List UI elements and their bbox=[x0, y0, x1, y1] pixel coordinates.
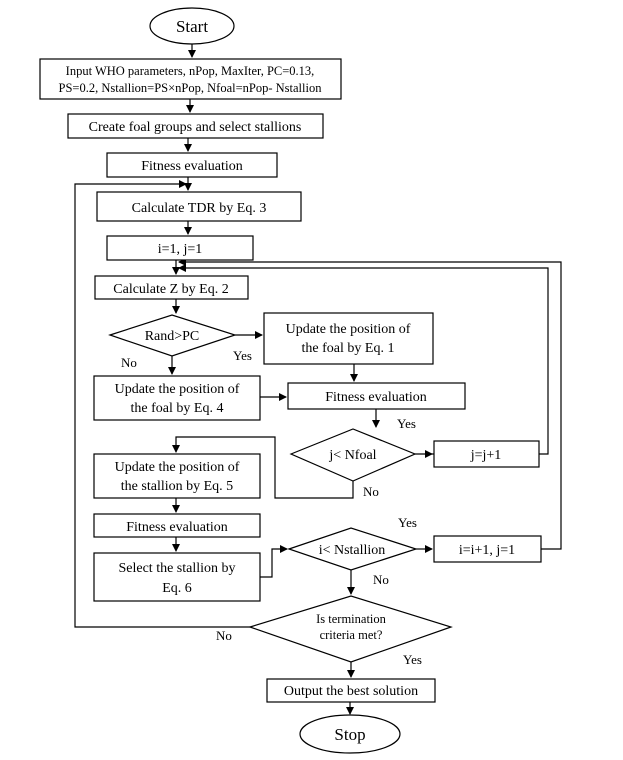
svg-text:Update the position of: Update the position of bbox=[115, 460, 240, 475]
svg-text:j=j+1: j=j+1 bbox=[470, 448, 502, 463]
svg-text:PS=0.2, Nstallion=PS×nPop, Nfo: PS=0.2, Nstallion=PS×nPop, Nfoal=nPop- N… bbox=[59, 81, 323, 95]
svg-text:i< Nstallion: i< Nstallion bbox=[319, 543, 386, 558]
yes-label-termination: Yes bbox=[403, 652, 422, 667]
svg-text:Create foal groups and select: Create foal groups and select stallions bbox=[89, 120, 302, 135]
j-increment-box: j=j+1 bbox=[433, 440, 540, 468]
input-parameters-box: Input WHO parameters, nPop, MaxIter, PC=… bbox=[39, 58, 342, 100]
svg-text:Output the best solution: Output the best solution bbox=[284, 684, 418, 699]
svg-text:Start: Start bbox=[176, 17, 208, 36]
svg-text:Calculate TDR by Eq. 3: Calculate TDR by Eq. 3 bbox=[132, 201, 267, 216]
svg-text:Update the position of: Update the position of bbox=[115, 382, 240, 397]
no-label-termination: No bbox=[216, 628, 232, 643]
svg-text:Eq. 6: Eq. 6 bbox=[162, 581, 192, 596]
svg-text:the foal by Eq. 1: the foal by Eq. 1 bbox=[302, 341, 395, 356]
yes-label-j: Yes bbox=[397, 416, 416, 431]
output-best-solution-box: Output the best solution bbox=[266, 678, 436, 703]
start-node: Start bbox=[149, 7, 235, 45]
svg-text:i=i+1, j=1: i=i+1, j=1 bbox=[459, 543, 515, 558]
svg-text:Is termination: Is termination bbox=[316, 612, 387, 626]
svg-text:Select the stallion by: Select the stallion by bbox=[118, 561, 235, 576]
yes-label-i: Yes bbox=[398, 515, 417, 530]
i-increment-box: i=i+1, j=1 bbox=[433, 535, 542, 563]
create-foal-groups-box: Create foal groups and select stallions bbox=[67, 113, 324, 139]
fitness-evaluation-box-2: Fitness evaluation bbox=[287, 382, 466, 410]
svg-text:Fitness evaluation: Fitness evaluation bbox=[126, 520, 228, 535]
update-foal-eq4-box: Update the position of the foal by Eq. 4 bbox=[93, 375, 261, 421]
j-nfoal-decision: j< Nfoal bbox=[289, 428, 417, 482]
stop-node: Stop bbox=[299, 714, 401, 754]
svg-text:the foal by Eq. 4: the foal by Eq. 4 bbox=[131, 401, 224, 416]
no-label-i: No bbox=[373, 572, 389, 587]
svg-text:Fitness evaluation: Fitness evaluation bbox=[325, 390, 427, 405]
fitness-evaluation-box-3: Fitness evaluation bbox=[93, 513, 261, 538]
yes-label-rand: Yes bbox=[233, 348, 252, 363]
svg-text:the stallion by Eq. 5: the stallion by Eq. 5 bbox=[121, 479, 233, 494]
svg-text:Fitness evaluation: Fitness evaluation bbox=[141, 159, 243, 174]
svg-text:i=1, j=1: i=1, j=1 bbox=[158, 242, 203, 257]
svg-text:Input WHO parameters, nPop, Ma: Input WHO parameters, nPop, MaxIter, PC=… bbox=[66, 64, 315, 78]
select-stallion-box: Select the stallion by Eq. 6 bbox=[93, 552, 261, 602]
calculate-z-box: Calculate Z by Eq. 2 bbox=[94, 275, 249, 300]
no-label-rand: No bbox=[121, 355, 137, 370]
svg-text:j< Nfoal: j< Nfoal bbox=[328, 448, 376, 463]
rand-pc-decision: Rand>PC bbox=[108, 314, 237, 357]
init-ij-box: i=1, j=1 bbox=[106, 235, 254, 261]
svg-text:Stop: Stop bbox=[334, 725, 365, 744]
fitness-evaluation-box-1: Fitness evaluation bbox=[106, 152, 278, 178]
calculate-tdr-box: Calculate TDR by Eq. 3 bbox=[96, 191, 302, 222]
svg-text:Update the position of: Update the position of bbox=[286, 322, 411, 337]
update-stallion-eq5-box: Update the position of the stallion by E… bbox=[93, 453, 261, 499]
termination-decision: Is termination criteria met? bbox=[248, 595, 453, 663]
no-label-j: No bbox=[363, 484, 379, 499]
svg-text:Rand>PC: Rand>PC bbox=[145, 329, 200, 344]
svg-text:criteria met?: criteria met? bbox=[320, 628, 383, 642]
svg-text:Calculate Z by Eq. 2: Calculate Z by Eq. 2 bbox=[113, 282, 228, 297]
i-nstallion-decision: i< Nstallion bbox=[287, 527, 418, 571]
update-foal-eq1-box: Update the position of the foal by Eq. 1 bbox=[263, 312, 434, 365]
